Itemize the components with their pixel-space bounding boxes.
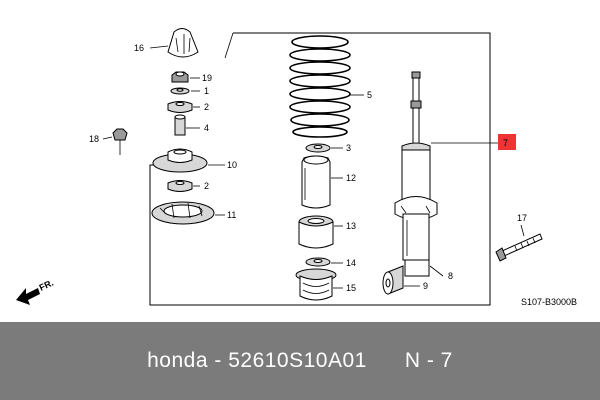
callout-3: 3 — [346, 143, 351, 153]
caption-brand: honda — [147, 349, 209, 372]
highlight-box — [498, 134, 516, 150]
callout-14: 14 — [346, 258, 356, 268]
callout-2a: 2 — [204, 102, 209, 112]
caption-bar: honda - 52610S10A01 N - 7 — [0, 322, 600, 400]
callout-13: 13 — [346, 221, 356, 231]
front-arrow-label: FR. — [38, 278, 55, 293]
parts-diagram: FR. S107-B3000B 16 19 1 2 4 18 10 2 11 5… — [16, 28, 577, 307]
part-upper-mount — [152, 148, 225, 173]
callout-16: 16 — [134, 43, 144, 53]
part-lower-rubber — [295, 268, 343, 301]
caption-separator: - — [214, 349, 222, 372]
callout-1: 1 — [204, 86, 209, 96]
part-bump-stop — [298, 215, 343, 249]
callout-12: 12 — [346, 173, 356, 183]
part-coil-spring — [289, 35, 364, 138]
callout-11: 11 — [227, 210, 236, 220]
front-arrow: FR. — [16, 278, 55, 305]
diagram-code: S107-B3000B — [521, 297, 577, 307]
part-bushing-lower — [167, 180, 200, 192]
caption-part-number: 52610S10A01 — [228, 349, 367, 372]
callout-15: 15 — [346, 283, 356, 293]
assembly-frame — [149, 32, 491, 306]
callout-2b: 2 — [204, 181, 209, 191]
part-dust-boot — [301, 155, 343, 209]
part-bushing-upper — [167, 101, 200, 113]
callout-5: 5 — [367, 90, 372, 100]
part-top-nut — [171, 71, 200, 83]
part-dust-cap — [149, 28, 199, 58]
part-shock-absorber — [394, 71, 498, 277]
part-mounting-bolt — [495, 224, 543, 262]
callout-9: 9 — [423, 281, 428, 291]
callout-4: 4 — [204, 123, 209, 133]
part-washer — [170, 87, 200, 95]
callout-8: 8 — [448, 271, 453, 281]
part-spring-washer — [305, 143, 343, 153]
callout-10: 10 — [227, 160, 237, 170]
part-stopper-washer — [305, 257, 343, 267]
callout-17: 17 — [517, 213, 527, 223]
part-flange-nut — [102, 128, 128, 155]
part-spring-seat-upper — [151, 201, 225, 225]
caption-position-code: N - 7 — [404, 349, 453, 372]
callout-7: 7 — [503, 138, 508, 148]
part-collar — [174, 114, 200, 136]
callout-18: 18 — [89, 134, 99, 144]
callout-19: 19 — [202, 73, 212, 83]
part-lower-bushing — [382, 265, 444, 295]
